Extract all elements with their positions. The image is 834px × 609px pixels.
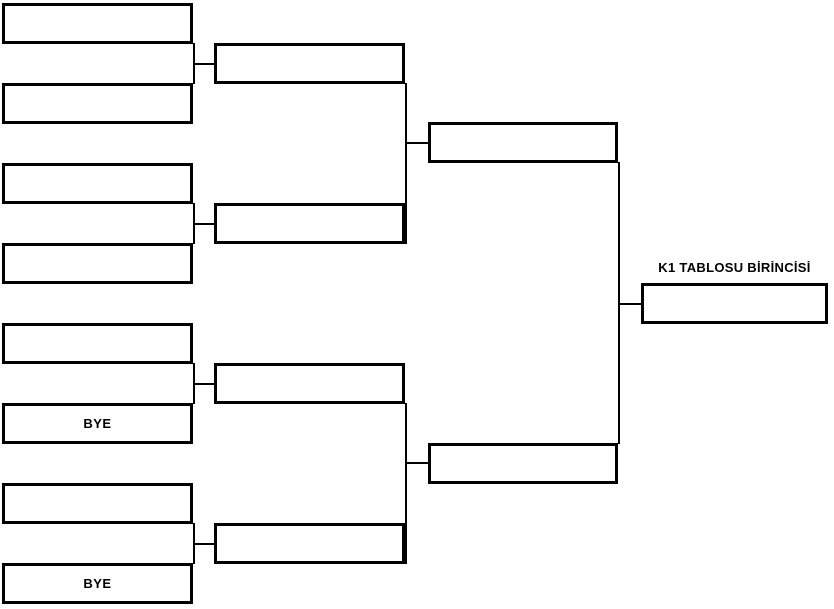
bracket-slot-label: BYE [83,576,112,591]
bracket-slot-r1-4[interactable] [2,243,193,284]
bracket-slot-r3-2[interactable] [428,443,618,484]
connector-horizontal-r1-pair-1 [193,63,214,65]
bracket-slot-champion[interactable] [641,283,828,324]
bracket-slot-r2-2[interactable] [214,203,405,244]
bracket-slot-r2-1[interactable] [214,43,405,84]
bracket-slot-r1-1[interactable] [2,3,193,44]
bracket-slot-label: BYE [83,416,112,431]
connector-horizontal-r1-pair-4 [193,543,214,545]
connector-horizontal-r2-pair-2 [405,462,428,464]
bracket-slot-r2-3[interactable] [214,363,405,404]
connector-horizontal-r2-pair-1 [405,142,428,144]
bracket-slot-r1-8-bye[interactable]: BYE [2,563,193,604]
champion-title: K1 TABLOSU BİRİNCİSİ [658,260,811,275]
bracket-slot-r1-3[interactable] [2,163,193,204]
bracket-slot-r1-5[interactable] [2,323,193,364]
bracket-slot-r3-1[interactable] [428,122,618,163]
bracket-slot-r2-4[interactable] [214,523,405,564]
bracket-slot-r1-2[interactable] [2,83,193,124]
connector-horizontal-r3-pair-1 [618,303,641,305]
connector-horizontal-r1-pair-2 [193,223,214,225]
bracket-slot-r1-6-bye[interactable]: BYE [2,403,193,444]
connector-vertical-r2-pair-1 [405,83,407,244]
bracket-slot-r1-7[interactable] [2,483,193,524]
connector-vertical-r2-pair-2 [405,403,407,564]
connector-horizontal-r1-pair-3 [193,383,214,385]
